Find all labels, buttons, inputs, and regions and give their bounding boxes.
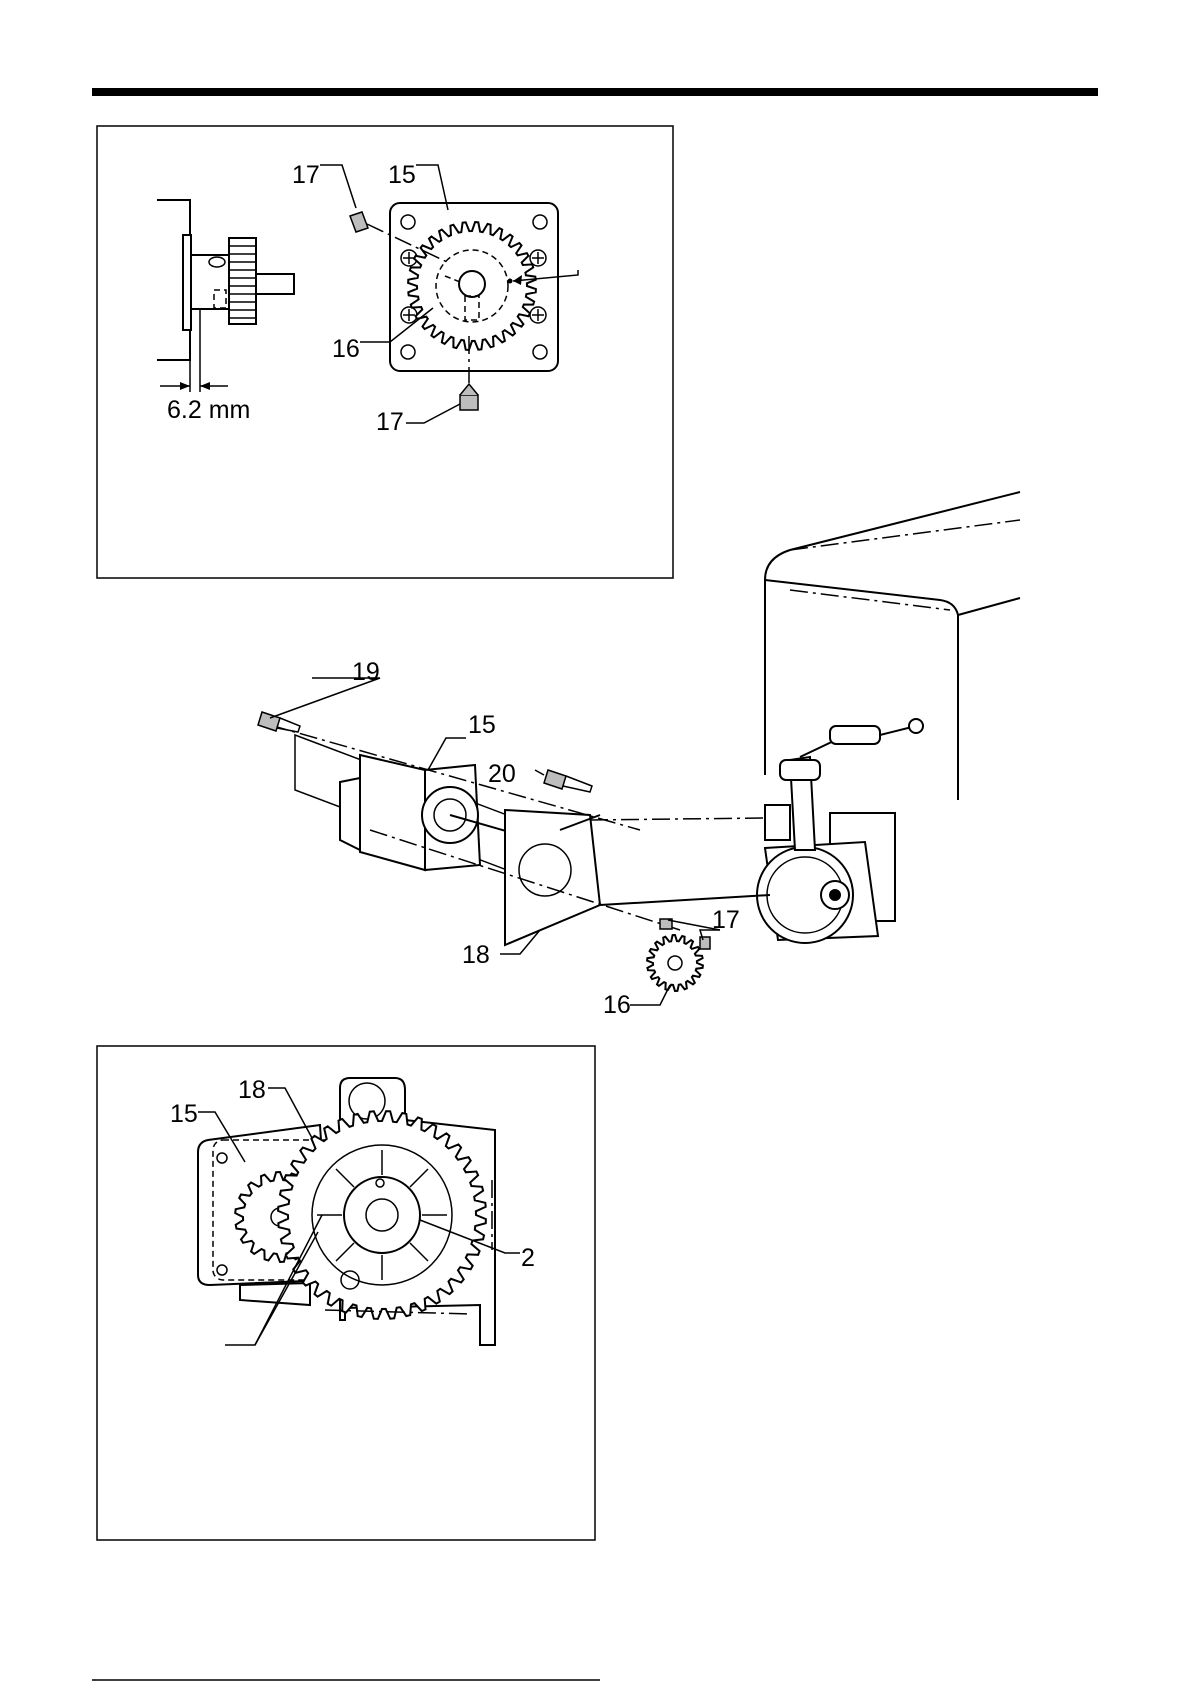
callout-16-mid: 16 xyxy=(603,991,631,1019)
callout-18-bot: 18 xyxy=(238,1076,266,1104)
screw-20-icon xyxy=(544,770,592,792)
callout-15-top: 15 xyxy=(388,161,416,189)
inset-frame-top xyxy=(97,126,673,578)
dimension-label: 6.2 mm xyxy=(167,396,250,424)
detail-inset-top: 6.2 mm xyxy=(97,126,673,578)
gear-mesh-detail xyxy=(198,1078,495,1345)
callout-20: 20 xyxy=(488,760,516,788)
callout-2-bot: 2 xyxy=(521,1244,535,1272)
header-rule xyxy=(92,88,1098,96)
callout-19: 19 xyxy=(352,658,380,686)
detail-inset-bottom: 18 15 2 xyxy=(97,1046,595,1540)
callout-18-mid: 18 xyxy=(462,941,490,969)
callout-17-top-lower: 17 xyxy=(376,408,404,436)
callout-16-top: 16 xyxy=(332,335,360,363)
callout-15-mid: 15 xyxy=(468,711,496,739)
side-view-gear xyxy=(157,200,294,392)
callout-17-mid: 17 xyxy=(712,906,740,934)
front-view-gear xyxy=(390,203,558,371)
bracket-assembly xyxy=(757,719,923,943)
machine-body xyxy=(765,492,1020,800)
callout-15-bot: 15 xyxy=(170,1100,198,1128)
callout-17-top: 17 xyxy=(292,161,320,189)
exploded-assembly-view: 19 15 20 18 17 16 xyxy=(258,492,1020,1019)
